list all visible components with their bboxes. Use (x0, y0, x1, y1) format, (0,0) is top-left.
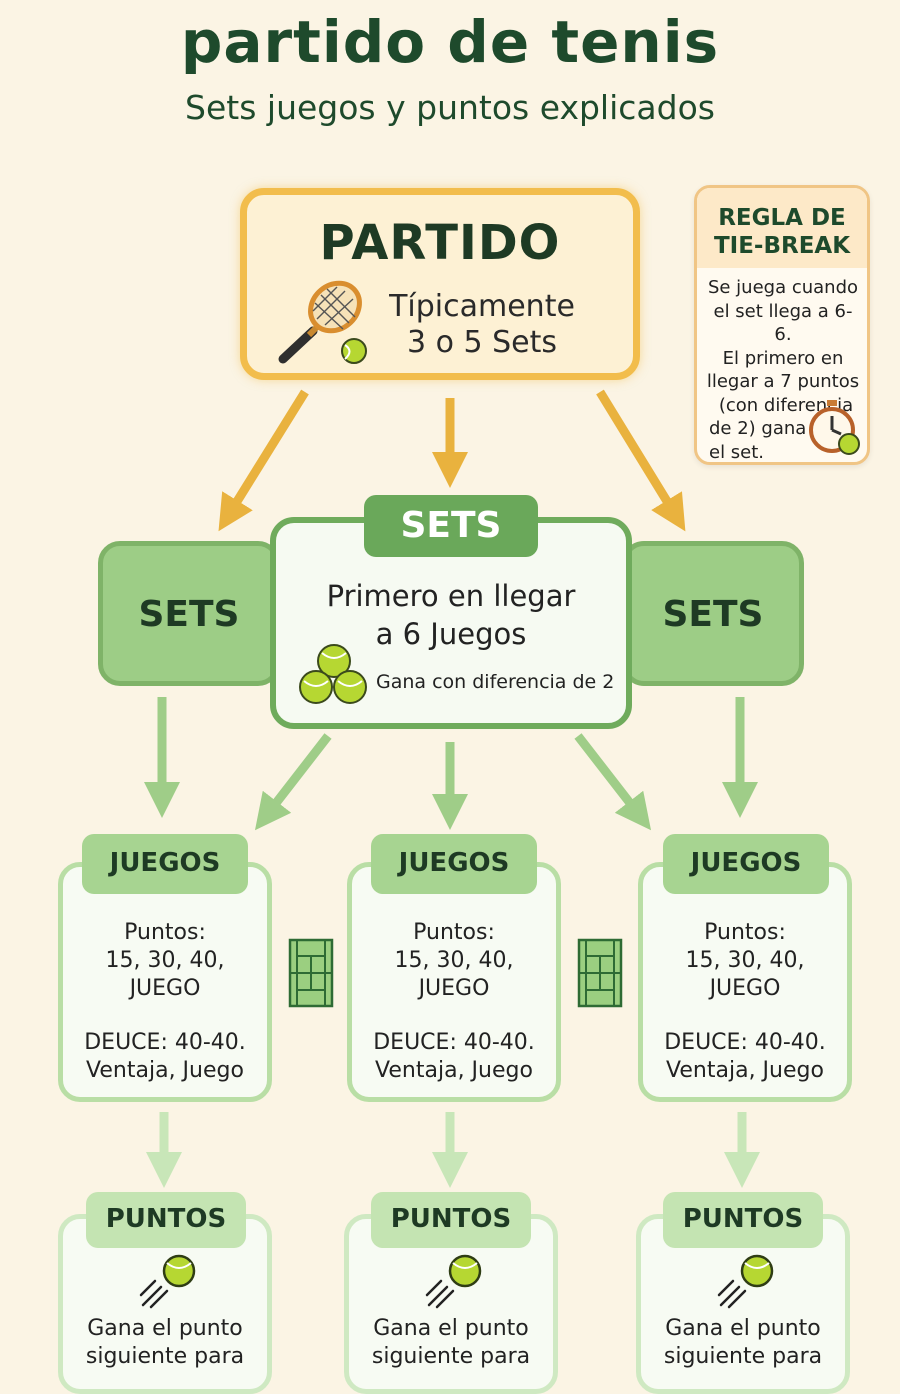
tiebreak-line: el set. (709, 441, 765, 463)
sets-note: Gana con diferencia de 2 (376, 671, 615, 693)
puntos-tab-label: PUNTOS (682, 1204, 804, 1234)
tiebreak-title-line-2: TIE-BREAK (713, 233, 851, 259)
sets-label-left: SETS (138, 594, 240, 635)
puntos-tab-label: PUNTOS (105, 1204, 227, 1234)
arrows-partido-to-sets (218, 389, 686, 532)
juegos-tab-label: JUEGOS (398, 848, 510, 878)
juegos-line: Ventaja, Juego (666, 1058, 824, 1083)
juegos-tab: JUEGOS (663, 834, 829, 894)
puntos-line: siguiente para (663, 1344, 823, 1369)
juegos-tab: JUEGOS (82, 834, 248, 894)
partido-line-1: Típicamente (389, 289, 575, 324)
puntos-text: Gana el punto siguiente para (641, 1315, 845, 1371)
tennis-court-icon (288, 938, 334, 1008)
juegos-line: 15, 30, 40, (394, 948, 514, 973)
stopwatch-icon (809, 400, 860, 455)
partido-line-2: 3 o 5 Sets (406, 325, 558, 360)
juegos-box: Puntos: 15, 30, 40, JUEGO DEUCE: 40-40. … (638, 862, 852, 1102)
juegos-line: DEUCE: 40-40. (664, 1030, 826, 1055)
puntos-text: Gana el punto siguiente para (63, 1315, 267, 1371)
juegos-box: Puntos: 15, 30, 40, JUEGO DEUCE: 40-40. … (347, 862, 561, 1102)
tiebreak-box: REGLA DE TIE-BREAK Se juega cuando el se… (694, 185, 870, 465)
juegos-line: Ventaja, Juego (86, 1058, 244, 1083)
puntos-line: Gana el punto (87, 1316, 243, 1341)
tiebreak-title: REGLA DE TIE-BREAK (697, 204, 867, 260)
partido-box: PARTIDO Típicamente 3 o 5 Sets (240, 188, 640, 380)
page-subtitle: Sets juegos y puntos explicados (185, 88, 715, 127)
puntos-line: Gana el punto (373, 1316, 529, 1341)
tiebreak-line: Se juega cuando (707, 277, 859, 298)
sets-tab-label: SETS (400, 505, 502, 546)
sets-line-1: Primero en llegar (326, 579, 576, 613)
juegos-line: Puntos: (704, 920, 786, 945)
juegos-box: Puntos: 15, 30, 40, JUEGO DEUCE: 40-40. … (58, 862, 272, 1102)
juegos-line: JUEGO (418, 976, 490, 1001)
tennis-racket-icon (278, 280, 367, 364)
arrows-sets-to-juegos (144, 697, 758, 831)
page-title: partido de tenis (180, 8, 720, 76)
puntos-text: Gana el punto siguiente para (349, 1315, 553, 1371)
juegos-tab: JUEGOS (371, 834, 537, 894)
tiebreak-text: Se juega cuando el set llega a 6-6. El p… (705, 276, 861, 463)
puntos-tab: PUNTOS (86, 1192, 246, 1248)
partido-description: Típicamente 3 o 5 Sets (377, 289, 587, 361)
sets-line-2: a 6 Juegos (375, 617, 527, 651)
tiebreak-line: (con diferencia (718, 394, 854, 416)
puntos-tab-label: PUNTOS (390, 1204, 512, 1234)
puntos-line: siguiente para (85, 1344, 245, 1369)
juegos-line: JUEGO (709, 976, 781, 1001)
sets-label-right: SETS (662, 594, 764, 635)
arrows-juegos-to-puntos (146, 1112, 760, 1188)
juegos-line: DEUCE: 40-40. (373, 1030, 535, 1055)
sets-description: Primero en llegar a 6 Juegos (276, 577, 626, 653)
tennis-court-icon (577, 938, 623, 1008)
juegos-line: Puntos: (413, 920, 495, 945)
flying-ball-icon (425, 1254, 482, 1309)
juegos-line: 15, 30, 40, (105, 948, 225, 973)
tennis-balls-icon (299, 644, 367, 704)
tiebreak-line: el set llega a 6-6. (713, 300, 853, 346)
puntos-line: Gana el punto (665, 1316, 821, 1341)
puntos-tab: PUNTOS (371, 1192, 531, 1248)
sets-box-right: SETS (622, 541, 804, 686)
tiebreak-line: de 2) gana (709, 418, 807, 439)
tiebreak-header (697, 188, 867, 268)
puntos-line: siguiente para (371, 1344, 531, 1369)
partido-title: PARTIDO (319, 215, 561, 271)
connector-arrows (144, 389, 760, 1188)
juegos-line: DEUCE: 40-40. (84, 1030, 246, 1055)
juegos-text: Puntos: 15, 30, 40, JUEGO DEUCE: 40-40. … (352, 919, 556, 1085)
tiebreak-line: llegar a 7 puntos (706, 371, 860, 392)
juegos-text: Puntos: 15, 30, 40, JUEGO DEUCE: 40-40. … (643, 919, 847, 1085)
tiebreak-line: El primero en (722, 347, 844, 369)
juegos-line: Puntos: (124, 920, 206, 945)
flying-ball-icon (139, 1254, 196, 1309)
juegos-line: Ventaja, Juego (375, 1058, 533, 1083)
tiebreak-title-line-1: REGLA DE (718, 205, 846, 231)
juegos-tab-label: JUEGOS (109, 848, 221, 878)
sets-box-left: SETS (98, 541, 280, 686)
juegos-line: JUEGO (129, 976, 201, 1001)
flying-ball-icon (717, 1254, 774, 1309)
juegos-tab-label: JUEGOS (690, 848, 802, 878)
sets-tab: SETS (364, 495, 538, 557)
juegos-line: 15, 30, 40, (685, 948, 805, 973)
puntos-tab: PUNTOS (663, 1192, 823, 1248)
juegos-text: Puntos: 15, 30, 40, JUEGO DEUCE: 40-40. … (63, 919, 267, 1085)
